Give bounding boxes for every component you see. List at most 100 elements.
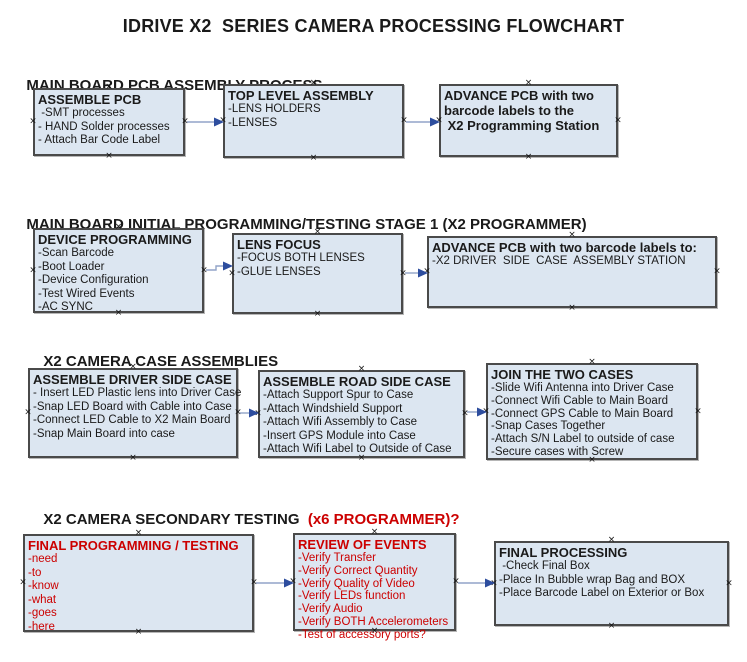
box-item: -Scan Barcode xyxy=(38,247,115,259)
box-item: -Attach S/N Label to outside of case xyxy=(491,433,675,446)
box-item: -Connect Wifi Cable to Main Board xyxy=(491,394,669,407)
section-heading-suffix: (x6 PROGRAMMER)? xyxy=(299,511,460,528)
connection-point-icon: × xyxy=(452,576,460,587)
box-item: -to xyxy=(28,566,42,579)
connector-driverside-to-roadside xyxy=(240,408,259,418)
flow-box-assemble-driver-side-case: × × × × ASSEMBLE DRIVER SIDE CASE - Inse… xyxy=(24,363,242,463)
box-title: LENS FOCUS xyxy=(237,237,321,252)
box-item: -goes xyxy=(28,607,57,619)
box-item: -Snap Main Board into case xyxy=(33,427,175,440)
box-item: -Snap Cases Together xyxy=(491,420,606,433)
box-items: -SMT processes- HAND Solder processes- A… xyxy=(38,107,180,148)
connection-point-icon: × xyxy=(228,268,236,278)
box-item: -what xyxy=(28,593,57,606)
connection-point-icon: × xyxy=(568,303,576,313)
connection-point-icon: × xyxy=(400,115,408,126)
section-heading-text: X2 CAMERA SECONDARY TESTING xyxy=(43,511,300,528)
connection-point-icon: × xyxy=(461,408,469,419)
flow-box-assemble-road-side-case: × × × × ASSEMBLE ROAD SIDE CASE -Attach … xyxy=(254,365,469,463)
connection-point-icon: × xyxy=(399,268,407,278)
connection-point-icon: × xyxy=(370,527,379,537)
box-title: TOP LEVEL ASSEMBLY xyxy=(228,88,374,103)
section-heading-case-assemblies: X2 CAMERA CASE ASSEMBLIES xyxy=(35,336,278,370)
box-items: -FOCUS BOTH LENSES-GLUE LENSES xyxy=(237,252,398,279)
box-item: -Place Barcode Label on Exterior or Box xyxy=(499,587,705,599)
box-title: ADVANCE PCB with two barcode labels to t… xyxy=(444,88,600,133)
box-item: -Connect LED Cable to X2 Main Board xyxy=(33,414,231,426)
box-item: -Snap LED Board with Cable into Case xyxy=(33,400,232,413)
connector-deviceprog-to-lensfocus xyxy=(206,261,233,271)
connection-point-icon: × xyxy=(694,406,702,416)
connection-point-icon: × xyxy=(29,116,37,127)
connection-point-icon: × xyxy=(19,577,27,588)
box-items: -Attach Support Spur to Case-Attach Wind… xyxy=(263,389,460,457)
connection-point-icon: × xyxy=(219,115,227,126)
box-item: -LENS HOLDERS xyxy=(228,103,321,115)
connection-point-icon: × xyxy=(234,407,242,418)
connection-point-icon: × xyxy=(490,578,498,588)
box-item: -Boot Loader xyxy=(38,260,105,273)
section-heading-secondary-testing: X2 CAMERA SECONDARY TESTING (x6 PROGRAMM… xyxy=(35,494,460,528)
box-item: -Verify Audio xyxy=(298,603,363,616)
connection-point-icon: × xyxy=(313,309,322,319)
box-item: -Attach Support Spur to Case xyxy=(263,389,414,401)
flow-box-review-of-events: × × × × REVIEW OF EVENTS -Verify Transfe… xyxy=(289,528,460,641)
connection-point-icon: × xyxy=(725,578,733,588)
box-item: -GLUE LENSES xyxy=(237,265,321,278)
box-title: ASSEMBLE PCB xyxy=(38,92,142,107)
connection-point-icon: × xyxy=(423,266,431,277)
box-items: -Scan Barcode-Boot Loader-Device Configu… xyxy=(38,247,199,315)
box-item: -Test Wired Events xyxy=(38,287,135,300)
connection-point-icon: × xyxy=(309,153,318,163)
box-title: ASSEMBLE DRIVER SIDE CASE xyxy=(33,372,232,387)
box-title: REVIEW OF EVENTS xyxy=(298,537,427,552)
connection-point-icon: × xyxy=(29,265,37,275)
box-item: -AC SYNC xyxy=(38,301,93,313)
box-item: -Attach Wifi Assembly to Case xyxy=(263,416,418,428)
box-items: -Verify Transfer-Verify Correct Quantity… xyxy=(298,552,451,642)
box-item: -Slide Wifi Antenna into Driver Case xyxy=(491,382,674,394)
box-items: -Slide Wifi Antenna into Driver Case-Con… xyxy=(491,382,693,459)
box-item: -Verify Quality of Video xyxy=(298,577,415,590)
box-items: -X2 DRIVER SIDE CASE ASSEMBLY STATION xyxy=(432,255,712,269)
box-items: -need-to-know-what-goes-here xyxy=(28,553,249,634)
connection-point-icon: × xyxy=(250,577,258,588)
box-item: -know xyxy=(28,580,59,592)
connection-point-icon: × xyxy=(200,265,208,275)
connection-point-icon: × xyxy=(129,453,137,463)
flow-box-join-the-two-cases: × × × × JOIN THE TWO CASES -Slide Wifi A… xyxy=(482,358,702,465)
box-item: -X2 DRIVER SIDE CASE ASSEMBLY STATION xyxy=(432,255,686,267)
box-title: FINAL PROGRAMMING / TESTING xyxy=(28,538,239,553)
connection-point-icon: × xyxy=(24,407,32,418)
box-item: -Secure cases with Screw xyxy=(491,445,624,458)
box-item: -Test of accessory ports? xyxy=(298,628,426,641)
connector-toplevel-to-advance xyxy=(406,117,440,127)
connection-point-icon: × xyxy=(134,528,143,538)
box-item: - Attach Bar Code Label xyxy=(38,134,161,146)
box-title: DEVICE PROGRAMMING xyxy=(38,232,192,247)
connector-lensfocus-to-advance2 xyxy=(405,268,428,278)
box-item: -here xyxy=(28,620,55,633)
box-item: - Insert LED Plastic lens into Driver Ca… xyxy=(33,387,242,399)
flow-box-advance-pcb-driver-side-station: × × × × ADVANCE PCB with two barcode lab… xyxy=(423,231,721,313)
box-item: -FOCUS BOTH LENSES xyxy=(237,252,365,264)
box-item: -Insert GPS Module into Case xyxy=(263,429,416,442)
connection-point-icon: × xyxy=(524,152,533,162)
box-item: -Verify Correct Quantity xyxy=(298,564,418,577)
flow-box-lens-focus: × × × × LENS FOCUS -FOCUS BOTH LENSES-GL… xyxy=(228,228,407,319)
connection-point-icon: × xyxy=(588,357,596,367)
box-item: -Verify BOTH Accelerometers xyxy=(298,615,449,628)
flow-box-final-programming-testing: × × × × FINAL PROGRAMMING / TESTING -nee… xyxy=(19,529,258,637)
box-item: -Verify Transfer xyxy=(298,552,376,564)
connection-point-icon: × xyxy=(524,78,533,88)
flow-box-advance-pcb-programming-station: × × × × ADVANCE PCB with two barcode lab… xyxy=(435,79,622,162)
connection-point-icon: × xyxy=(435,115,443,125)
box-title: ADVANCE PCB with two barcode labels to: xyxy=(432,240,697,255)
flow-box-device-programming: × × × × DEVICE PROGRAMMING -Scan Barcode… xyxy=(29,223,208,318)
box-title: FINAL PROCESSING xyxy=(499,545,628,560)
box-item: -Place In Bubble wrap Bag and BOX xyxy=(499,573,686,586)
connector-roadside-to-join xyxy=(467,407,487,417)
box-items: - Insert LED Plastic lens into Driver Ca… xyxy=(33,387,242,441)
box-title: ASSEMBLE ROAD SIDE CASE xyxy=(263,374,451,389)
box-item: -need xyxy=(28,553,58,565)
